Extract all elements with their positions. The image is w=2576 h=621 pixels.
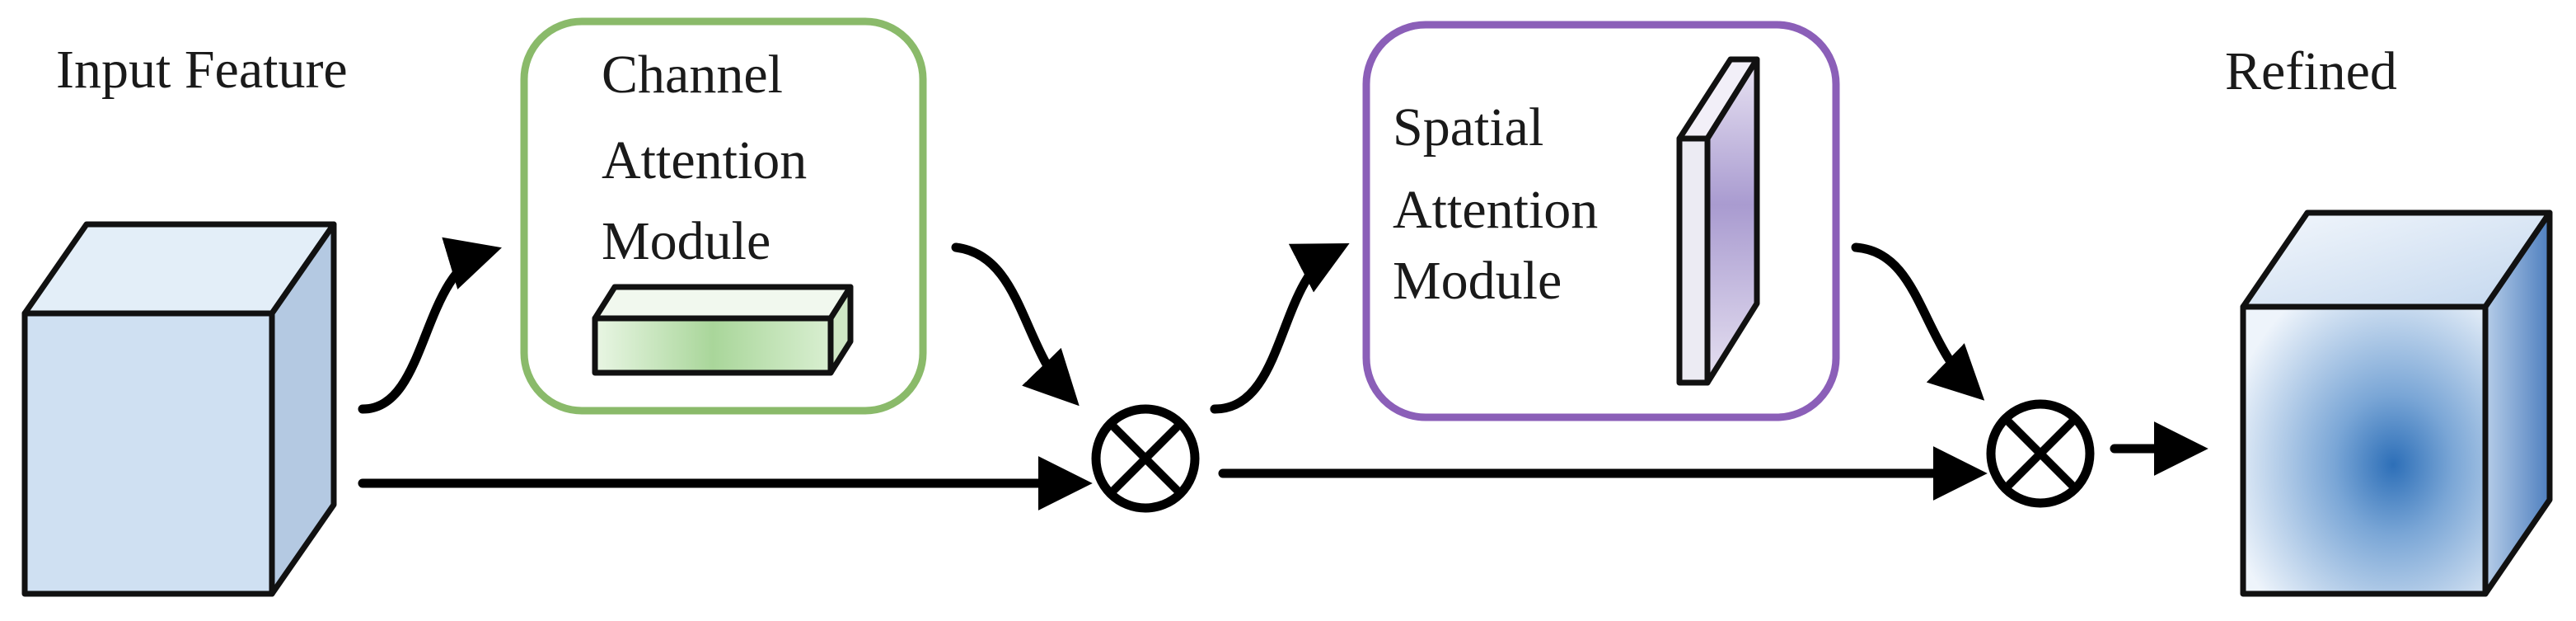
- multiply-operator-2: [1986, 399, 2095, 508]
- spatial-module-line-3: Module: [1393, 251, 1562, 311]
- arrow-channel-to-mult1: [951, 242, 1080, 407]
- channel-module-line-3: Module: [602, 211, 770, 271]
- input-feature-label: Input Feature: [56, 40, 348, 100]
- multiply-operator-1: [1091, 404, 1200, 513]
- spatial-module-line-1: Spatial: [1393, 97, 1543, 158]
- arrow-mult1-to-spatial: [1210, 242, 1350, 414]
- refined-label: Refined: [2225, 41, 2397, 101]
- refined-feature-cube: [2240, 209, 2553, 597]
- spatial-attention-module: Spatial Attention Module: [1362, 21, 1840, 421]
- spatial-module-line-2: Attention: [1393, 180, 1598, 240]
- spatial-attention-slab: [1676, 56, 1760, 386]
- channel-attention-module: Channel Attention Module: [520, 17, 927, 415]
- channel-module-line-1: Channel: [602, 45, 783, 105]
- channel-module-line-2: Attention: [602, 130, 807, 191]
- arrow-input-to-channel: [358, 237, 502, 414]
- channel-attention-bar: [592, 284, 854, 376]
- input-feature-cube: [21, 221, 337, 597]
- arrow-spatial-to-mult2: [1851, 242, 1985, 401]
